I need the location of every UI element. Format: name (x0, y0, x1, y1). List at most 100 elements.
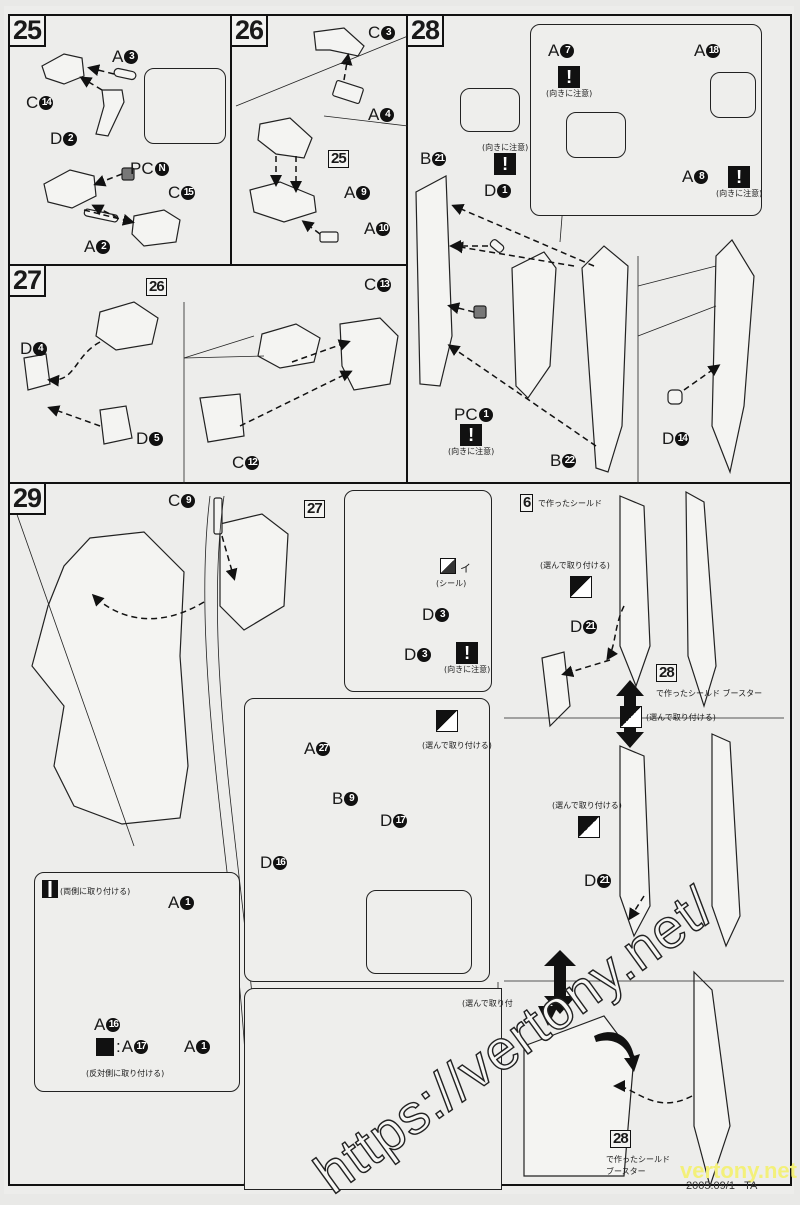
step29-mount-inset (244, 988, 502, 1190)
both-sides-icon (42, 880, 58, 898)
part-d2-arm (95, 89, 125, 137)
step29-side-armor-inset (34, 872, 240, 1092)
arrow-down (538, 1006, 558, 1026)
caution-pc1: ! (向きに注意) (448, 424, 495, 456)
part-pc1-cap (473, 305, 487, 319)
part-c15-block (131, 209, 181, 247)
choose-label-2: (選んで取り付ける) (646, 713, 716, 722)
step-number-26: 26 (230, 14, 269, 47)
part-26-housing (95, 301, 159, 351)
caution-a8: ! (向きに注意) (716, 166, 763, 198)
part-d4-plate (23, 353, 51, 391)
part-a10-block (319, 231, 339, 243)
choose-icon-1 (570, 576, 592, 598)
part-c9-pin (213, 497, 223, 535)
part-d5-plate (99, 405, 133, 445)
ref-step-25: 25 (328, 150, 349, 168)
step28-a8-inset (710, 72, 756, 118)
part-d1-pin (489, 239, 505, 253)
part-c14-shell (41, 53, 85, 85)
booster-text-line1: で作ったシールド (606, 1155, 670, 1164)
part-c13-frame (339, 317, 399, 391)
step28-pin-inset (460, 88, 520, 132)
ref-step-6: 6 (520, 494, 534, 512)
step28-a7-inset (566, 112, 626, 158)
robot-forearm-1 (541, 651, 571, 728)
part-housing-right (257, 323, 321, 369)
step25-detail-inset (144, 68, 226, 144)
choose-icon (436, 710, 458, 732)
choose-icon-2 (620, 706, 642, 728)
watermark-site: vertony.net (680, 1158, 797, 1183)
caution-icon: ! (494, 153, 517, 175)
seal-icon (440, 558, 456, 574)
both-sides-label: (両側に取り付ける) (60, 887, 131, 896)
shield-variant-2 (619, 745, 651, 938)
shield-b22-right (581, 245, 629, 473)
choose-icon-3 (578, 816, 600, 838)
shield-variant-2b (711, 733, 741, 948)
part-c3-shell (313, 27, 365, 57)
robot-shoulder-armor (219, 513, 289, 631)
print-code: 2005.09/1 TA (686, 1180, 758, 1192)
step-number-28: 28 (406, 14, 445, 47)
step-number-25: 25 (8, 14, 47, 47)
choose-label-1: (選んで取り付ける) (540, 561, 610, 570)
caution-a7: ! (向きに注意) (546, 66, 593, 98)
ref-step-26: 26 (146, 278, 167, 296)
caution-d1: (向きに注意) ! (482, 143, 529, 175)
seal-label: (シール) (436, 579, 467, 588)
ref-step-27: 27 (304, 500, 325, 518)
part-a3-pin (113, 67, 137, 81)
caution-icon: ! (460, 424, 483, 446)
choose-label-3: (選んで取り付ける) (552, 801, 622, 810)
step29-grip-inset (366, 890, 472, 974)
booster-text-line2: ブースター (606, 1167, 646, 1176)
part-d14-knob (667, 389, 683, 405)
caution-icon: ! (558, 66, 581, 88)
opposite-side-icon (96, 1038, 114, 1056)
arrow-rotate (594, 1032, 640, 1072)
shield-center (511, 251, 557, 399)
part-armor-top (257, 117, 313, 159)
step-number-27: 27 (8, 264, 47, 297)
ref-step-28-a: 28 (656, 664, 677, 682)
shield-text: で作ったシールド (538, 499, 602, 508)
caution-icon: ! (728, 166, 751, 188)
caution-d3: ! (向きに注意) (444, 642, 491, 674)
booster-text: で作ったシールド ブースター (656, 689, 763, 698)
step-number-29: 29 (8, 482, 47, 515)
part-c12-plate (199, 393, 245, 443)
part-c14-assembled (43, 169, 97, 209)
shield-b21-left (415, 175, 453, 387)
